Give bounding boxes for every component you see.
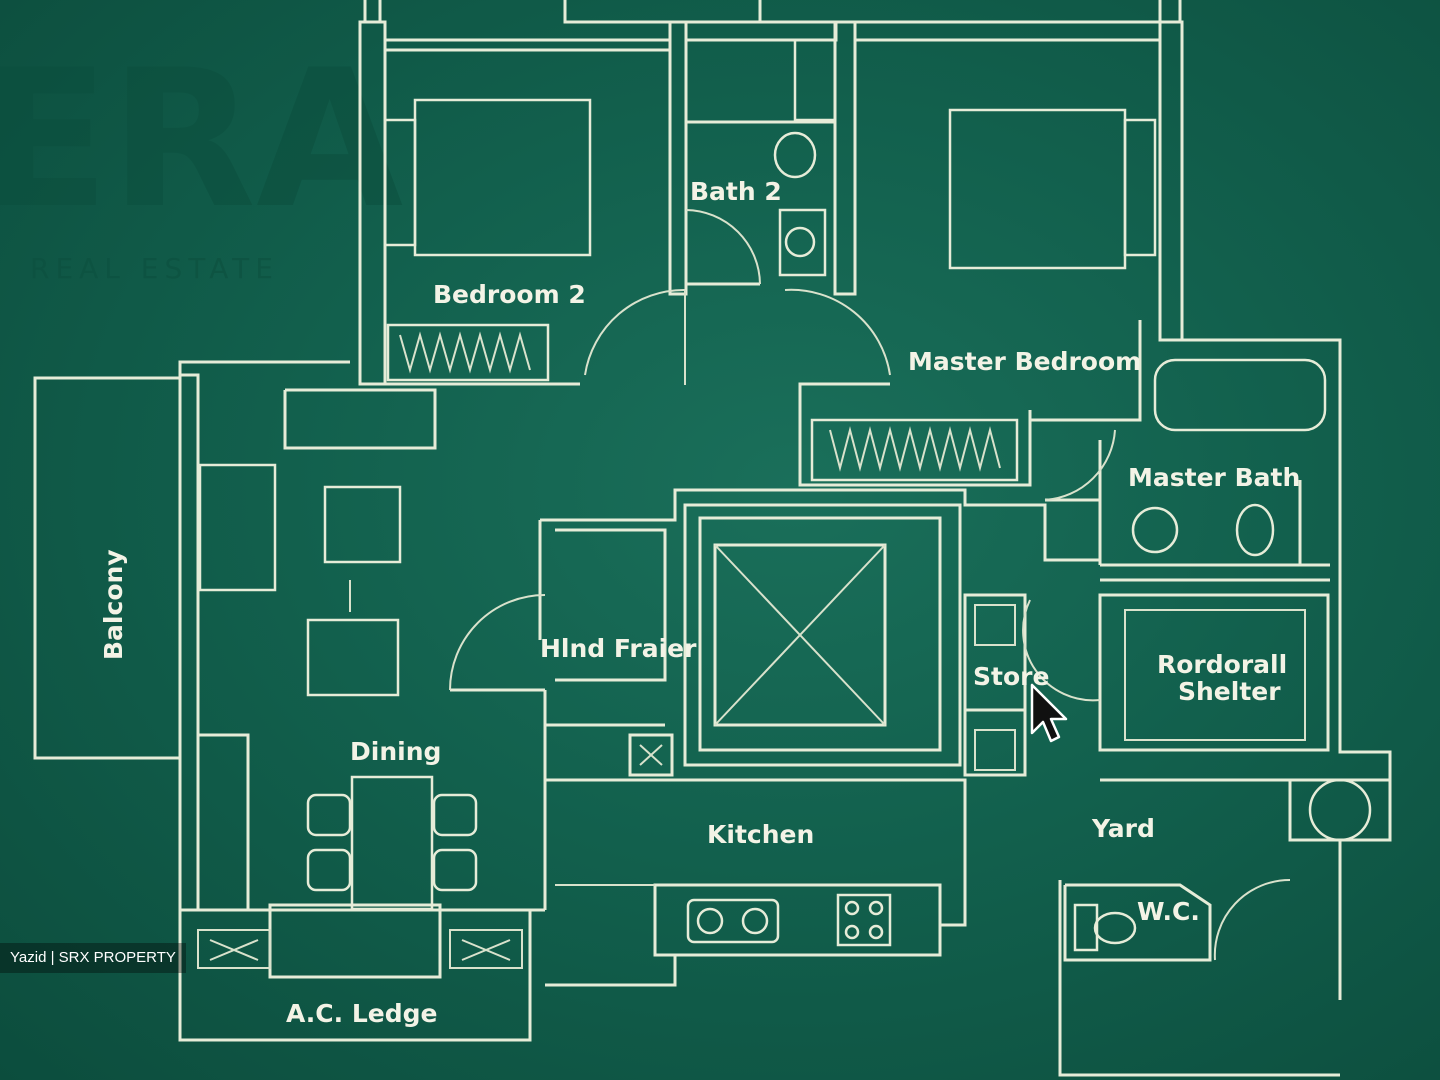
photo-credit: Yazid | SRX PROPERTY: [0, 943, 186, 973]
furniture: [198, 38, 1372, 952]
label-master-bedroom: Master Bedroom: [908, 347, 1141, 376]
doors: [449, 209, 1291, 961]
watermark-tagline: REAL ESTATE: [30, 252, 279, 285]
watermark-brand: ERA: [0, 29, 403, 250]
label-dining: Dining: [350, 737, 441, 766]
label-master-bath: Master Bath: [1128, 463, 1300, 492]
label-yard: Yard: [1091, 814, 1155, 843]
walls: [33, 0, 1392, 1077]
label-shelter-line-1: Rordorall: [1157, 650, 1287, 679]
label-wc: W.C.: [1137, 897, 1200, 926]
label-balcony: Balcony: [99, 549, 128, 660]
label-shelter-line-2: Shelter: [1178, 677, 1281, 706]
watermark: ERA REAL ESTATE: [0, 29, 403, 285]
label-bath-2: Bath 2: [690, 177, 782, 206]
label-foyer: Hlnd Fraier: [540, 634, 697, 663]
label-kitchen: Kitchen: [707, 820, 814, 849]
label-store: Store: [973, 662, 1049, 691]
mouse-pointer-icon: [1030, 683, 1068, 743]
room-labels: Bedroom 2 Bath 2 Master Bedroom Master B…: [99, 177, 1300, 1028]
label-bedroom-2: Bedroom 2: [433, 280, 586, 309]
label-ac-ledge: A.C. Ledge: [286, 999, 438, 1028]
